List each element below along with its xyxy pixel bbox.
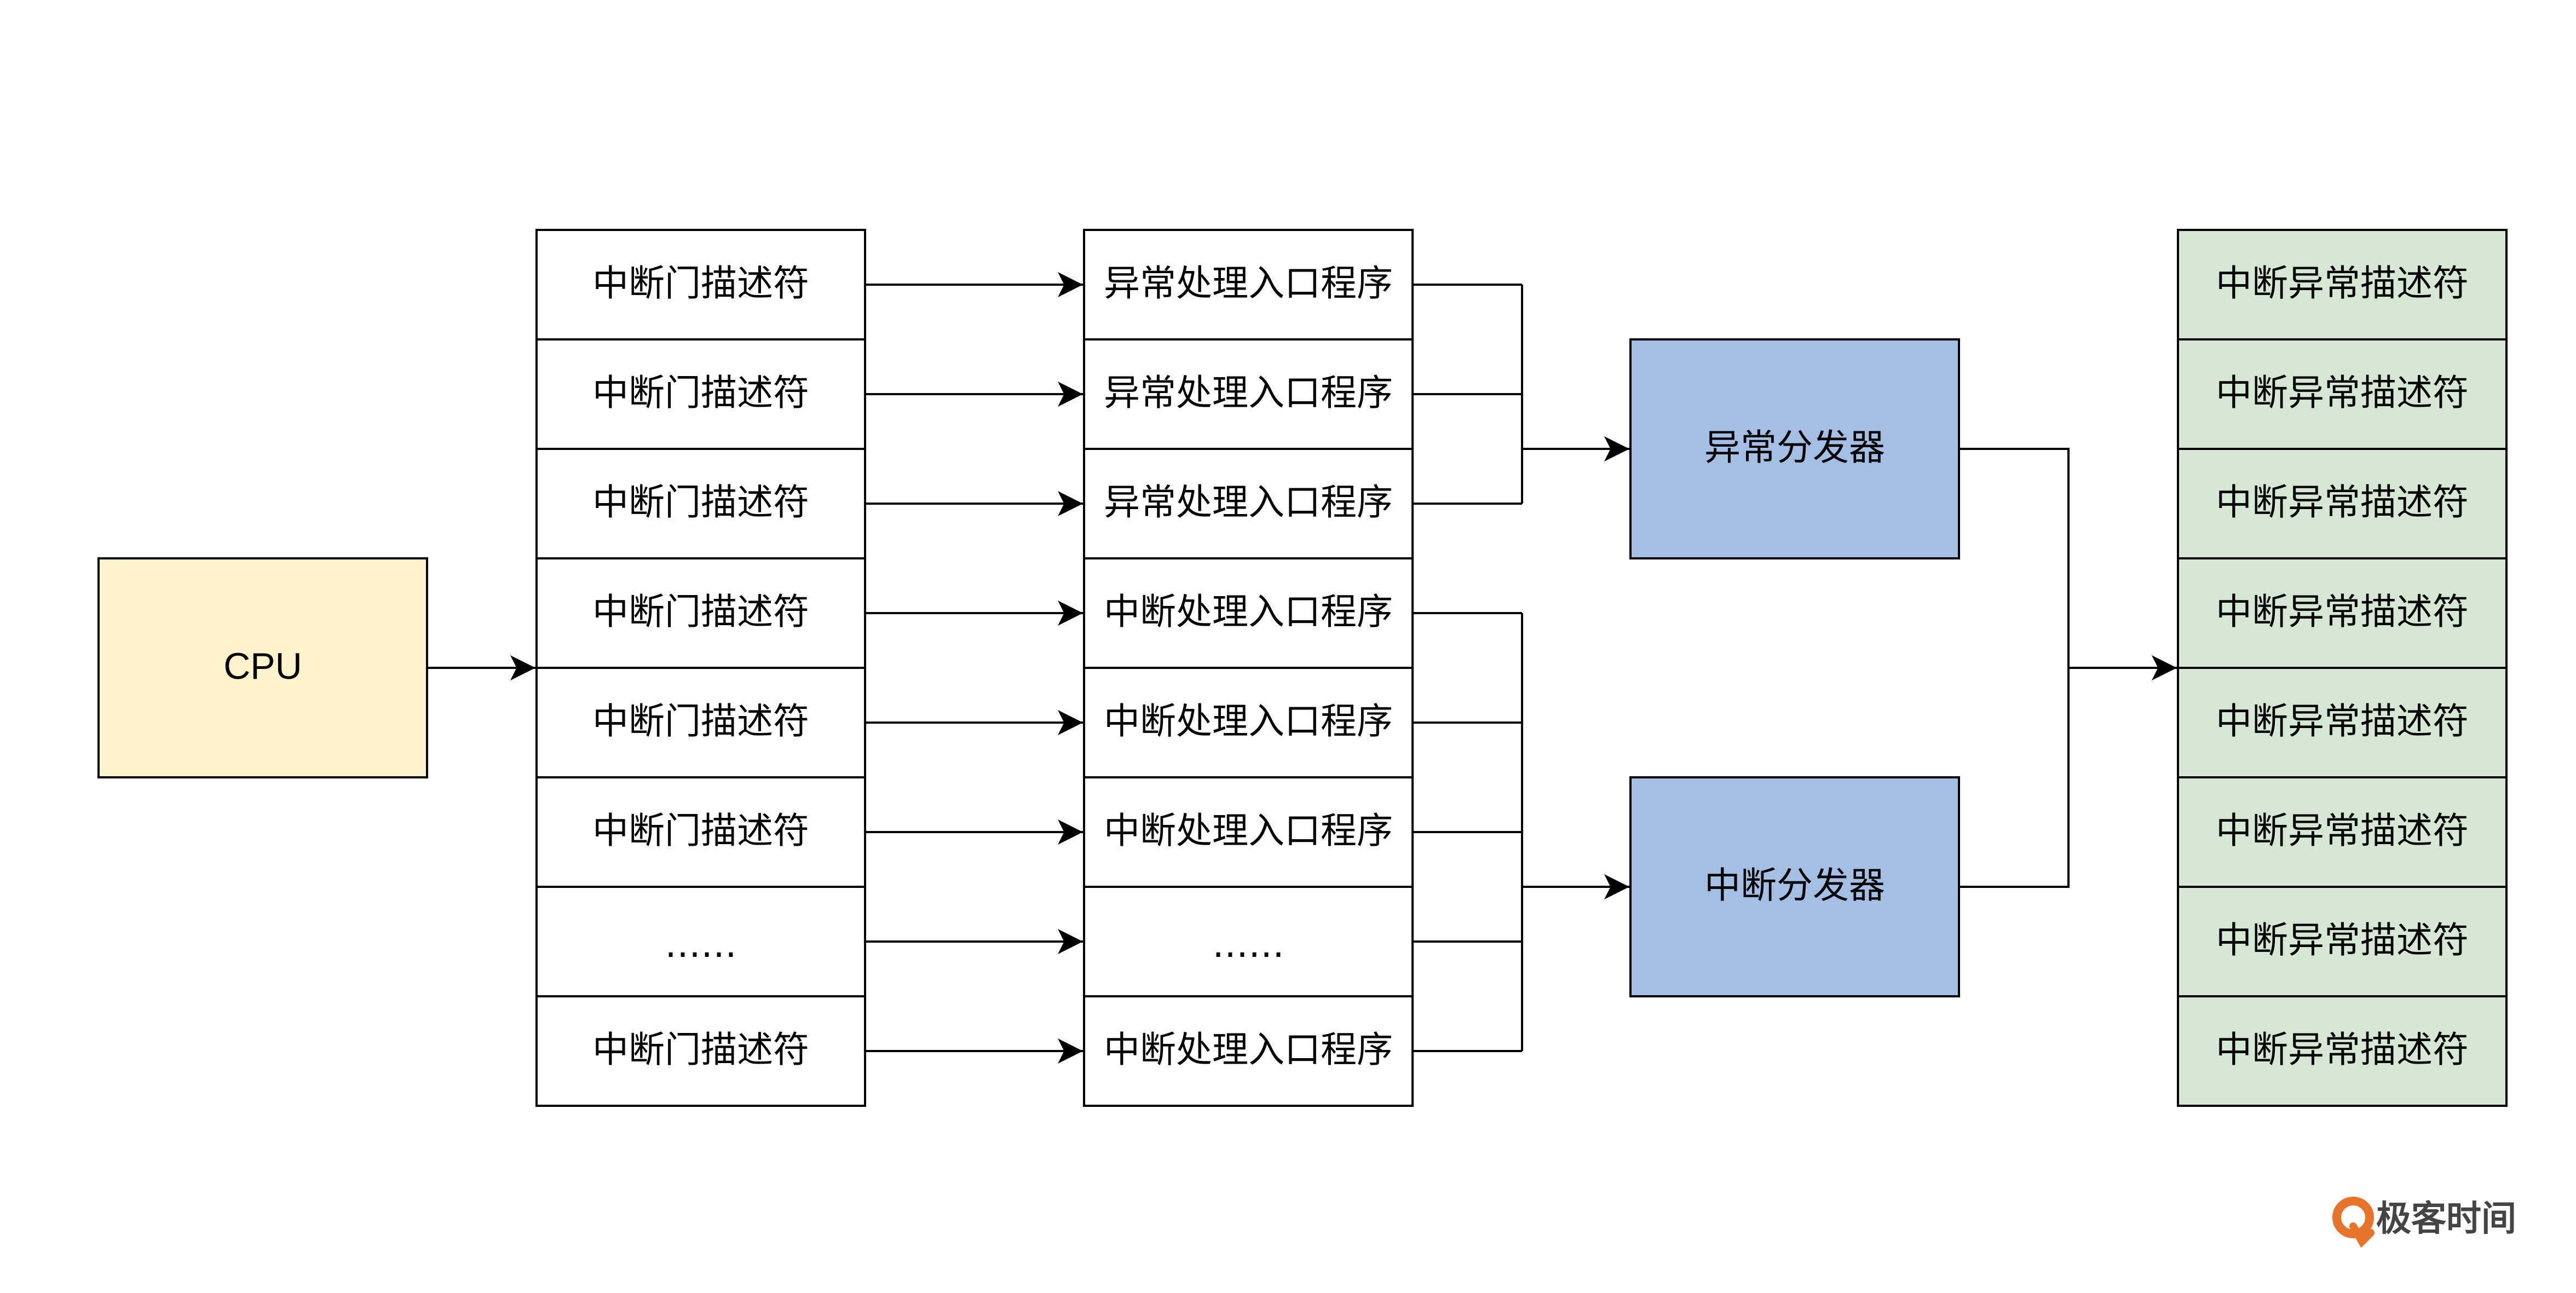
- descriptor-cell: 中断门描述符: [535, 776, 866, 888]
- exception-descriptor-cell-label: 中断异常描述符: [2216, 372, 2469, 414]
- entry-program-cell-label: 中断处理入口程序: [1104, 591, 1393, 633]
- entry-program-cell: ……: [1083, 886, 1414, 997]
- exception-descriptor-cell-label: 中断异常描述符: [2216, 1029, 2469, 1071]
- descriptor-cell: 中断门描述符: [535, 229, 866, 340]
- descriptor-cell-label: 中断门描述符: [592, 1029, 809, 1071]
- entry-program-cell: 中断处理入口程序: [1083, 995, 1414, 1107]
- exception-dispatcher-label: 异常分发器: [1704, 426, 1885, 469]
- entry-program-cell-label: ……: [1212, 923, 1284, 966]
- exception-descriptor-cell: 中断异常描述符: [2177, 995, 2508, 1107]
- exception-descriptor-cell-box: [2177, 448, 2508, 559]
- exception-descriptor-cell-box: [2177, 667, 2508, 778]
- descriptor-cell-label: ……: [665, 923, 737, 966]
- exception-descriptor-cell: 中断异常描述符: [2177, 557, 2508, 669]
- descriptor-cell-label: 中断门描述符: [592, 810, 809, 852]
- exception-descriptor-cell-label: 中断异常描述符: [2216, 591, 2469, 633]
- entry-program-cell: 异常处理入口程序: [1083, 448, 1414, 559]
- logo-text: 极客时间: [2376, 1199, 2516, 1239]
- geektime-logo: 极客时间: [2332, 1197, 2516, 1248]
- exception-descriptor-cell-box: [2177, 557, 2508, 669]
- entry-program-cell: 中断处理入口程序: [1083, 667, 1414, 778]
- descriptor-cell: 中断门描述符: [535, 995, 866, 1107]
- descriptor-cell-box: [535, 886, 866, 997]
- descriptor-cell: 中断门描述符: [535, 338, 866, 450]
- descriptor-cell-label: 中断门描述符: [592, 591, 809, 633]
- connectors: [427, 272, 2177, 1064]
- cpu-box: [97, 557, 428, 778]
- entry-program-cell-box: [1083, 229, 1414, 340]
- descriptor-cell: 中断门描述符: [535, 667, 866, 778]
- exception-descriptor-cell-label: 中断异常描述符: [2216, 481, 2469, 523]
- entry-program-cell-label: 异常处理入口程序: [1104, 481, 1393, 523]
- descriptor-cell: 中断门描述符: [535, 448, 866, 559]
- entry-program-cell-box: [1083, 667, 1414, 778]
- descriptor-cell-box: [535, 667, 866, 778]
- interrupt-dispatcher-box: [1629, 776, 1960, 997]
- descriptor-cell-label: 中断门描述符: [592, 481, 809, 523]
- descriptor-cell-box: [535, 448, 866, 559]
- exception-descriptor-cell: 中断异常描述符: [2177, 448, 2508, 559]
- descriptor-cell-box: [535, 557, 866, 669]
- entry-program-cell: 中断处理入口程序: [1083, 776, 1414, 888]
- descriptor-cell-label: 中断门描述符: [592, 372, 809, 414]
- descriptor-cell-label: 中断门描述符: [592, 700, 809, 742]
- exception-descriptor-cell-box: [2177, 995, 2508, 1107]
- geektime-q-icon: [2332, 1197, 2375, 1248]
- entry-program-cell-label: 中断处理入口程序: [1104, 810, 1393, 852]
- exception-descriptor-cell: 中断异常描述符: [2177, 667, 2508, 778]
- exception-descriptor-cell-label: 中断异常描述符: [2216, 810, 2469, 852]
- descriptor-cell-box: [535, 338, 866, 450]
- entry-program-cell: 异常处理入口程序: [1083, 229, 1414, 340]
- entry-program-cell: 中断处理入口程序: [1083, 557, 1414, 669]
- descriptor-cell-box: [535, 995, 866, 1107]
- descriptor-cell-label: 中断门描述符: [592, 262, 809, 304]
- exception-descriptor-cell-box: [2177, 229, 2508, 340]
- exception-descriptor-cell-label: 中断异常描述符: [2216, 262, 2469, 304]
- entry-program-cell-box: [1083, 995, 1414, 1107]
- exception-descriptor-cell-label: 中断异常描述符: [2216, 919, 2469, 961]
- dispatcher-merge-line: [1959, 448, 2070, 888]
- exception-descriptor-cell: 中断异常描述符: [2177, 886, 2508, 997]
- exception-descriptor-cell-box: [2177, 776, 2508, 888]
- entry-program-cell-box: [1083, 886, 1414, 997]
- interrupt-exception-descriptor-table: 中断异常描述符中断异常描述符中断异常描述符中断异常描述符中断异常描述符中断异常描…: [2177, 229, 2508, 1107]
- exception-descriptor-cell-label: 中断异常描述符: [2216, 700, 2469, 742]
- cpu-label: CPU: [223, 645, 302, 687]
- descriptor-cell-box: [535, 229, 866, 340]
- exception-descriptor-cell: 中断异常描述符: [2177, 338, 2508, 450]
- entry-program-cell-box: [1083, 448, 1414, 559]
- exception-dispatcher-node: 异常分发器: [1629, 338, 1960, 559]
- entry-program-cell-label: 异常处理入口程序: [1104, 262, 1393, 304]
- descriptor-cell: ……: [535, 886, 866, 997]
- exception-descriptor-cell-box: [2177, 338, 2508, 450]
- interrupt-dispatcher-node: 中断分发器: [1629, 776, 1960, 997]
- entry-program-table: 异常处理入口程序异常处理入口程序异常处理入口程序中断处理入口程序中断处理入口程序…: [1083, 229, 1414, 1107]
- exception-descriptor-cell: 中断异常描述符: [2177, 776, 2508, 888]
- entry-program-cell: 异常处理入口程序: [1083, 338, 1414, 450]
- descriptor-cell: 中断门描述符: [535, 557, 866, 669]
- entry-program-cell-label: 中断处理入口程序: [1104, 1029, 1393, 1071]
- exception-descriptor-cell: 中断异常描述符: [2177, 229, 2508, 340]
- exception-descriptor-cell-box: [2177, 886, 2508, 997]
- entry-program-cell-label: 中断处理入口程序: [1104, 700, 1393, 742]
- interrupt-dispatcher-label: 中断分发器: [1704, 864, 1885, 907]
- entry-program-cell-label: 异常处理入口程序: [1104, 372, 1393, 414]
- entry-program-cell-box: [1083, 557, 1414, 669]
- cpu-node: CPU: [97, 557, 428, 778]
